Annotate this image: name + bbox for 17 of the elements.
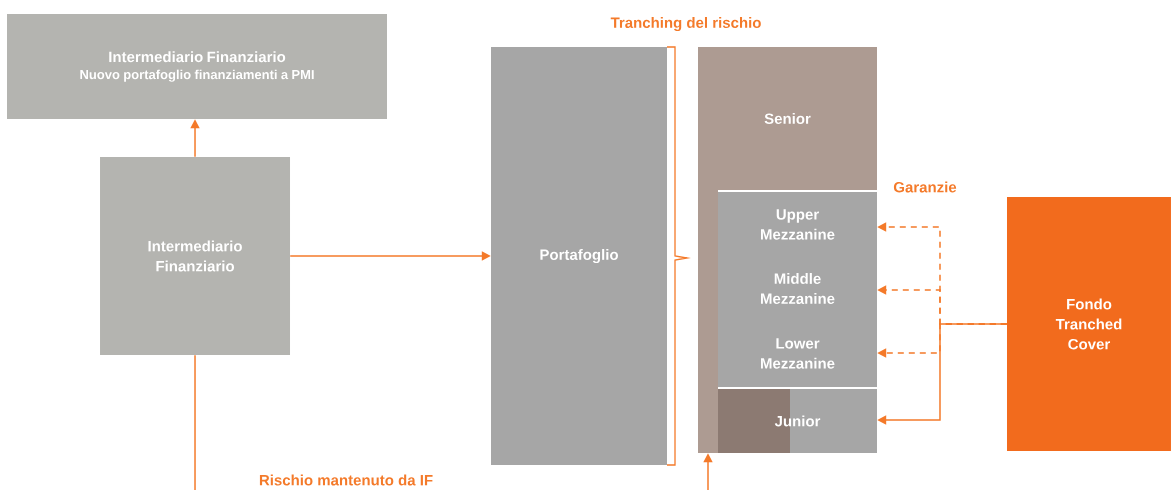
institution-box: Intermediario Finanziario bbox=[100, 157, 290, 355]
arrow-group-label: Garanzie bbox=[893, 181, 957, 193]
node-label: Upper Mezzanine bbox=[761, 209, 835, 240]
portfolio-box: Portafoglio bbox=[491, 47, 667, 465]
hatched-strip bbox=[698, 190, 718, 453]
tranche-box: Upper Mezzanine bbox=[718, 192, 877, 257]
tranche-box: Middle Mezzanine bbox=[718, 257, 877, 320]
brace-title: Tranching del rischio bbox=[610, 17, 761, 32]
tranche-box: Lower Mezzanine bbox=[718, 320, 877, 387]
annotation: Rischio mantenuto da IF bbox=[259, 474, 433, 486]
institution-box: Intermediario Finanziario Nuovo portafoglio finanziamenti a PMI bbox=[7, 14, 387, 119]
node-label: Junior bbox=[774, 415, 821, 427]
fund-box: Fondo Tranched Cover bbox=[1007, 197, 1171, 451]
node-label: Middle Mezzanine bbox=[761, 272, 835, 304]
tranche-box: Junior bbox=[718, 389, 877, 453]
node-label: Lower Mezzanine bbox=[761, 338, 835, 369]
tranche-box: Senior bbox=[698, 47, 877, 190]
